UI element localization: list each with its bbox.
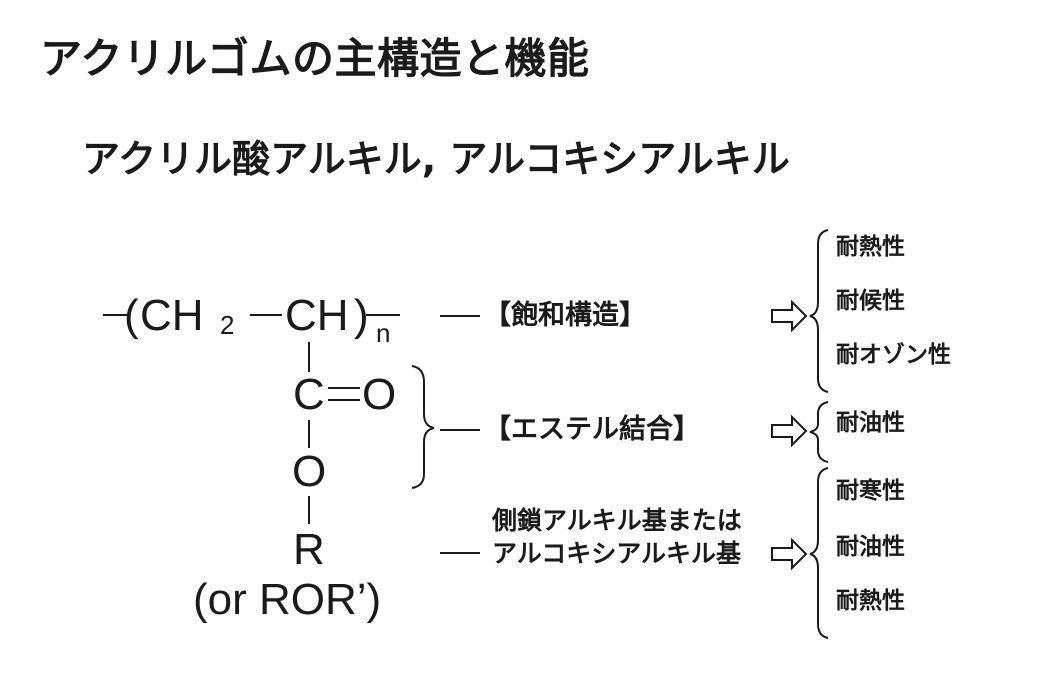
double-bond-bottom	[328, 399, 360, 401]
left-chain-bond	[103, 314, 129, 316]
ch2-group: CH	[140, 291, 204, 340]
right-bracket: )	[354, 291, 369, 340]
alkyl-r-alternative: (or ROR’)	[193, 575, 382, 624]
property-item: 耐熱性	[836, 234, 905, 260]
right-chain-bond	[366, 314, 400, 316]
saturated-structure-label: 【飽和構造】	[484, 300, 646, 331]
ch-c-bond	[308, 342, 310, 372]
repeat-n: n	[376, 318, 391, 348]
ester-oxygen: O	[292, 447, 327, 496]
o-r-bond	[308, 496, 310, 524]
group2-brace	[809, 401, 829, 463]
arrow-icon	[771, 299, 808, 333]
page-title: アクリルゴムの主構造と機能	[40, 34, 590, 83]
property-item: 耐寒性	[836, 478, 905, 504]
carbonyl-oxygen: O	[362, 370, 397, 419]
ester-bond-label: 【エステル結合】	[484, 414, 700, 445]
property-item: 耐オゾン性	[836, 342, 951, 368]
double-bond-top	[328, 387, 360, 389]
backbone-bond	[250, 314, 282, 316]
ester-brace	[411, 365, 435, 489]
sidechain-label-line1: 側鎖アルキル基または	[492, 506, 742, 535]
group1-brace	[809, 229, 829, 393]
property-item: 耐候性	[836, 288, 905, 314]
sidechain-label-line2: アルコキシアルキル基	[492, 539, 742, 568]
ch-group: CH	[285, 291, 349, 340]
property-item: 耐油性	[836, 534, 905, 560]
group3-brace	[809, 467, 829, 639]
page-subtitle: アクリル酸アルキル, アルコキシアルキル	[82, 137, 790, 181]
property-item: 耐熱性	[836, 588, 905, 614]
alkyl-r: R	[293, 525, 325, 574]
arrow-icon	[771, 414, 808, 448]
c-o-bond	[308, 420, 310, 448]
carbonyl-carbon: C	[293, 370, 325, 419]
property-item: 耐油性	[836, 410, 905, 436]
ch2-subscript: 2	[220, 310, 235, 340]
left-bracket: (	[124, 291, 139, 340]
arrow-icon	[771, 537, 808, 571]
